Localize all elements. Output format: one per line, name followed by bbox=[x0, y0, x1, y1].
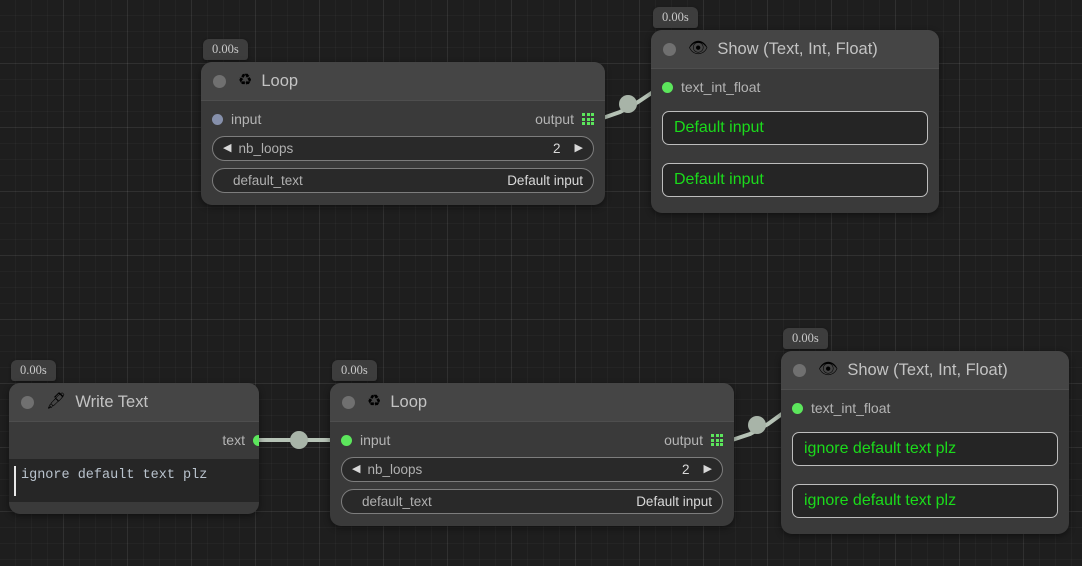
eye-icon: 👁 bbox=[818, 361, 839, 378]
input-port-dot[interactable] bbox=[792, 402, 803, 414]
output-value-box: ignore default text plz bbox=[792, 432, 1058, 466]
node-body: text_int_float Default input Default inp… bbox=[651, 69, 939, 213]
node-timing-badge: 0.00s bbox=[203, 39, 248, 61]
node-collapse-dot[interactable] bbox=[21, 395, 34, 409]
wire-handle-2[interactable] bbox=[290, 431, 308, 449]
node-title: Show (Text, Int, Float) bbox=[717, 39, 878, 58]
node-timing-badge: 0.00s bbox=[11, 360, 56, 382]
recycle-icon: ♻ bbox=[367, 393, 382, 410]
node-collapse-dot[interactable] bbox=[663, 42, 676, 56]
node-collapse-dot[interactable] bbox=[342, 395, 355, 409]
param-name: nb_loops bbox=[367, 462, 423, 477]
node-timing-badge: 0.00s bbox=[332, 360, 377, 382]
node-write-text[interactable]: 🖋 Write Text text ignore default text pl… bbox=[9, 383, 259, 514]
recycle-icon: ♻ bbox=[238, 72, 253, 89]
output-port-label: output bbox=[535, 111, 574, 127]
output-value-box: ignore default text plz bbox=[792, 484, 1058, 518]
stepper-increment-icon[interactable]: ▶ bbox=[703, 463, 712, 475]
node-body: text ignore default text plz bbox=[9, 422, 259, 514]
node-collapse-dot[interactable] bbox=[793, 363, 806, 377]
param-value[interactable]: Default input bbox=[636, 494, 712, 509]
pen-nib-icon: 🖋 bbox=[46, 393, 67, 410]
param-stepper-nb-loops[interactable]: ◀ nb_loops 2 ▶ bbox=[341, 457, 723, 482]
text-input-value[interactable]: ignore default text plz bbox=[21, 468, 208, 483]
port-row: text_int_float bbox=[662, 76, 928, 98]
input-port-dot[interactable] bbox=[662, 81, 673, 93]
text-input-area[interactable]: ignore default text plz bbox=[9, 459, 259, 502]
wire-handle-3[interactable] bbox=[748, 416, 766, 434]
output-port-dot[interactable] bbox=[253, 434, 259, 446]
port-row: text bbox=[9, 429, 259, 451]
param-value[interactable]: 2 bbox=[682, 462, 690, 477]
stepper-decrement-icon[interactable]: ◀ bbox=[223, 142, 232, 154]
eye-icon: 👁 bbox=[688, 40, 709, 57]
input-port-label: text_int_float bbox=[811, 400, 891, 416]
output-port-label: text bbox=[222, 432, 245, 448]
list-grid-icon[interactable] bbox=[582, 113, 594, 125]
wire-handle-1[interactable] bbox=[619, 95, 637, 113]
port-row: input output bbox=[212, 108, 594, 130]
input-port-label: input bbox=[360, 432, 391, 448]
param-name: nb_loops bbox=[238, 141, 294, 156]
node-title: Loop bbox=[390, 392, 428, 411]
param-name: default_text bbox=[233, 173, 303, 188]
output-value-box: Default input bbox=[662, 111, 928, 145]
output-value-box: Default input bbox=[662, 163, 928, 197]
param-text-default-text[interactable]: default_text Default input bbox=[341, 489, 723, 514]
wire-loop-top-to-show-top[interactable] bbox=[598, 88, 658, 121]
node-show-bottom[interactable]: 👁 Show (Text, Int, Float) text_int_float… bbox=[781, 351, 1069, 534]
node-title: Show (Text, Int, Float) bbox=[847, 360, 1008, 379]
node-loop-bottom[interactable]: ♻ Loop input output ◀ nb_loops 2 ▶ defau… bbox=[330, 383, 734, 526]
node-title: Loop bbox=[261, 71, 299, 90]
node-loop-top[interactable]: ♻ Loop input output ◀ nb_loops 2 ▶ defau… bbox=[201, 62, 605, 205]
param-stepper-nb-loops[interactable]: ◀ nb_loops 2 ▶ bbox=[212, 136, 594, 161]
param-text-default-text[interactable]: default_text Default input bbox=[212, 168, 594, 193]
node-show-top[interactable]: 👁 Show (Text, Int, Float) text_int_float… bbox=[651, 30, 939, 213]
node-body: input output ◀ nb_loops 2 ▶ default_text… bbox=[330, 422, 734, 526]
input-port-dot[interactable] bbox=[341, 434, 352, 446]
node-timing-badge: 0.00s bbox=[783, 328, 828, 350]
node-header[interactable]: ♻ Loop bbox=[330, 383, 734, 422]
param-name: default_text bbox=[362, 494, 432, 509]
list-grid-icon[interactable] bbox=[711, 434, 723, 446]
text-caret bbox=[14, 466, 16, 496]
node-collapse-dot[interactable] bbox=[213, 74, 226, 88]
node-header[interactable]: 👁 Show (Text, Int, Float) bbox=[651, 30, 939, 69]
input-port-label: text_int_float bbox=[681, 79, 761, 95]
node-timing-badge: 0.00s bbox=[653, 7, 698, 29]
node-body: input output ◀ nb_loops 2 ▶ default_text… bbox=[201, 101, 605, 205]
stepper-decrement-icon[interactable]: ◀ bbox=[352, 463, 361, 475]
node-title: Write Text bbox=[75, 392, 149, 411]
node-body: text_int_float ignore default text plz i… bbox=[781, 390, 1069, 534]
port-row: input output bbox=[341, 429, 723, 451]
stepper-increment-icon[interactable]: ▶ bbox=[574, 142, 583, 154]
node-header[interactable]: ♻ Loop bbox=[201, 62, 605, 101]
port-row: text_int_float bbox=[792, 397, 1058, 419]
input-port-label: input bbox=[231, 111, 262, 127]
node-header[interactable]: 🖋 Write Text bbox=[9, 383, 259, 422]
input-port-dot[interactable] bbox=[212, 113, 223, 125]
wire-loop-bottom-to-show-bottom[interactable] bbox=[727, 409, 788, 443]
param-value[interactable]: 2 bbox=[553, 141, 561, 156]
node-header[interactable]: 👁 Show (Text, Int, Float) bbox=[781, 351, 1069, 390]
param-value[interactable]: Default input bbox=[507, 173, 583, 188]
output-port-label: output bbox=[664, 432, 703, 448]
